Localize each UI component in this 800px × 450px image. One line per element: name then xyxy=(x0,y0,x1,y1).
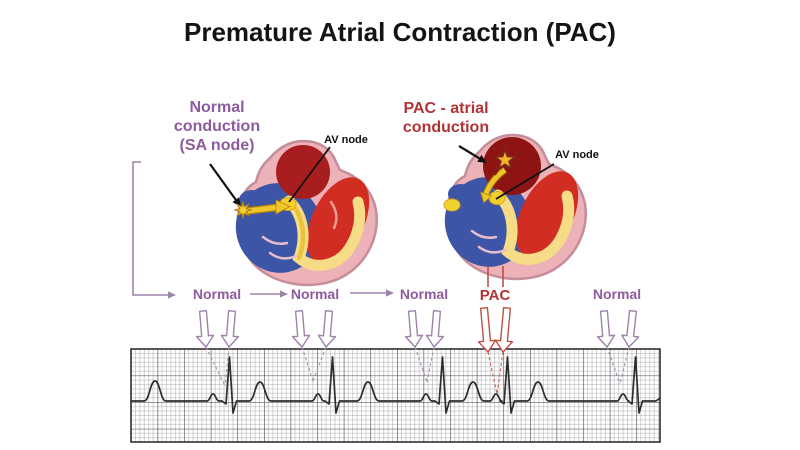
beat-label-normal-2: Normal xyxy=(290,286,340,302)
impulse-stars xyxy=(234,142,523,219)
right-heart-illustration xyxy=(443,133,587,281)
av-node-label-right: AV node xyxy=(555,149,599,161)
ecg-grid-border xyxy=(130,348,661,443)
av-node-pointer-right xyxy=(495,163,555,200)
sa-to-av-arrow xyxy=(246,199,291,215)
left-atrium-circle xyxy=(276,145,330,199)
ecg-strip xyxy=(130,348,661,443)
pointer-dashed-lines xyxy=(205,346,630,395)
beat-label-pac: PAC xyxy=(479,287,511,304)
ectopic-to-av-curved-arrow xyxy=(480,167,507,204)
sa-node-inactive xyxy=(443,198,461,212)
left-heart-illustration xyxy=(235,139,378,287)
pac-atrial-conduction-label: PAC - atrial conduction xyxy=(402,100,490,136)
beat-label-normal-1: Normal xyxy=(192,286,242,302)
chordae-line-red-side xyxy=(329,200,338,230)
bracket-line xyxy=(132,161,141,296)
av-node-pointer-left xyxy=(288,146,331,203)
conduction-band xyxy=(492,189,575,265)
normal-conduction-label: Normal conduction (SA node) xyxy=(173,99,261,154)
beat-label-normal-3: Normal xyxy=(399,286,449,302)
chordae-lines xyxy=(470,229,507,254)
chordae-lines xyxy=(261,235,298,260)
beat-label-normal-5: Normal xyxy=(592,286,642,302)
block-arrows xyxy=(195,306,640,353)
annotation-arrows xyxy=(140,145,487,299)
pac-heart-stems xyxy=(487,266,504,287)
ecg-grid xyxy=(131,349,660,442)
ecg-trace xyxy=(130,356,661,414)
av-node-label-left: AV node xyxy=(324,134,368,146)
figure-title: Premature Atrial Contraction (PAC) xyxy=(184,17,616,47)
atrial-appendage-blue xyxy=(239,190,265,210)
